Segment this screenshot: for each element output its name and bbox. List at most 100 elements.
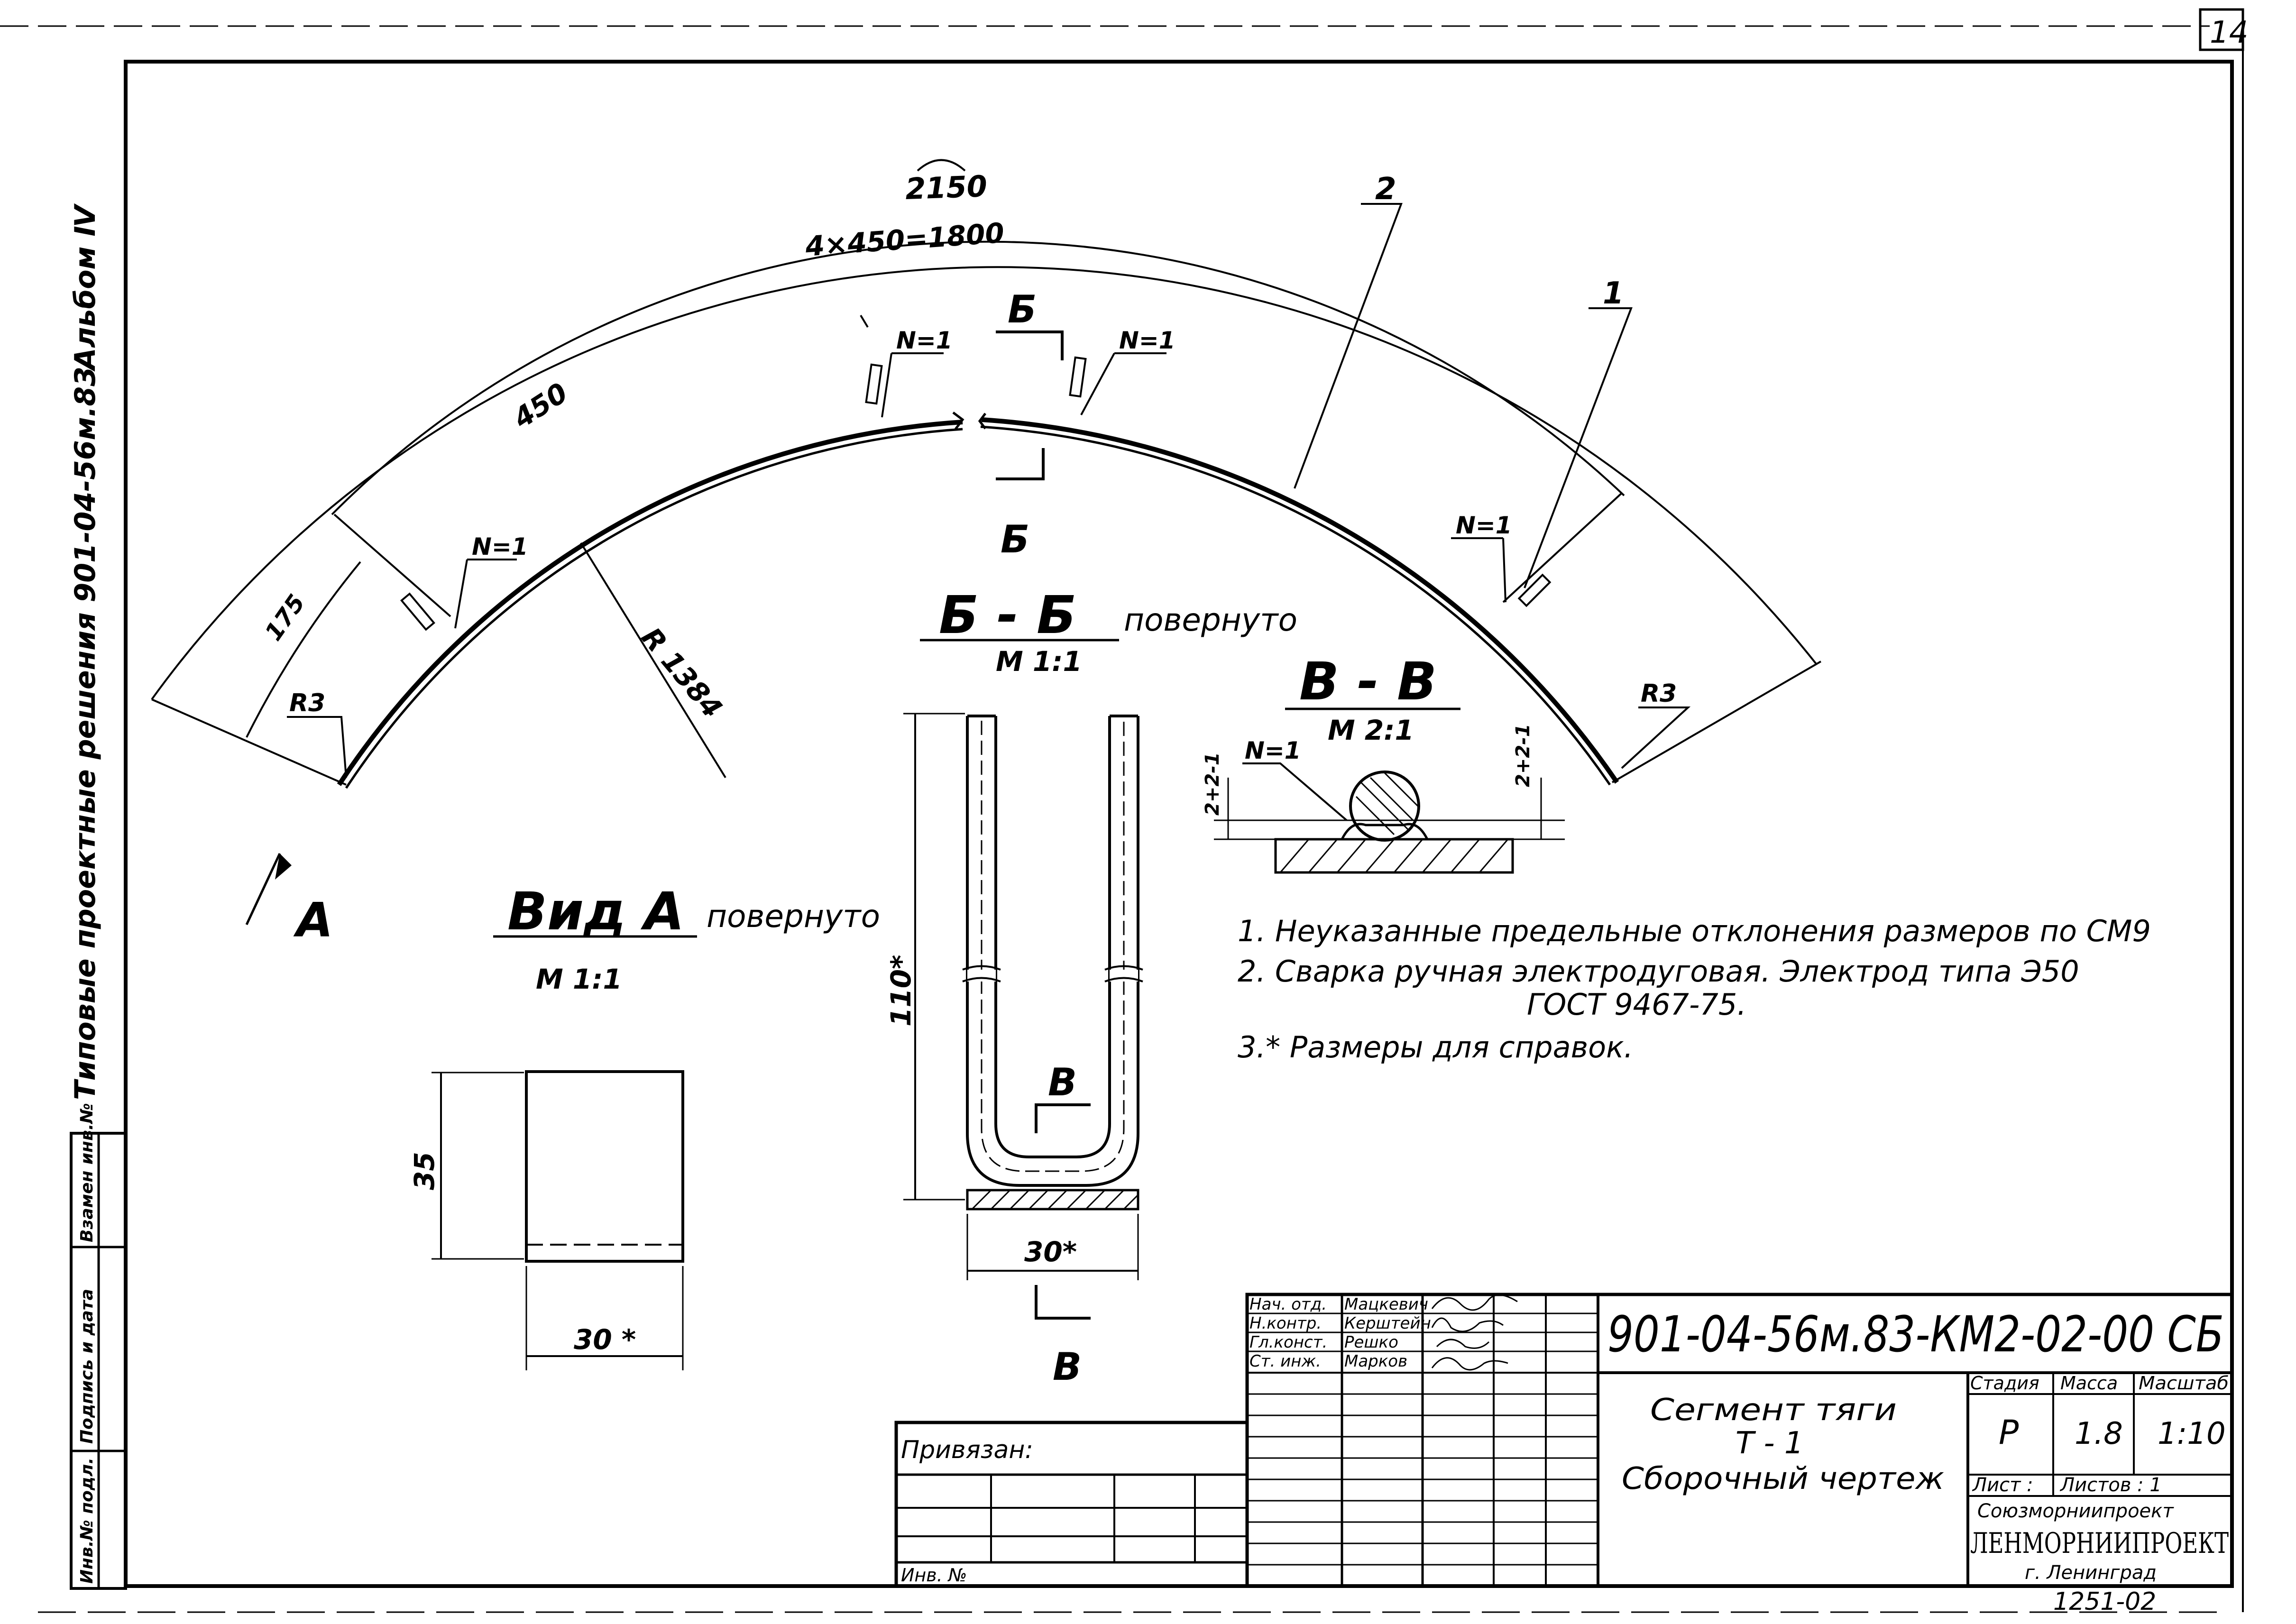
section-vv-title: В - В — [1299, 651, 1437, 712]
stage-label: Стадия — [1970, 1373, 2039, 1394]
arc-rod — [337, 412, 1619, 789]
note-3: 3.* Размеры для справок. — [1238, 1030, 1633, 1064]
dim-35: 35 — [408, 1152, 441, 1190]
section-bb-rotated: повернуто — [1124, 602, 1297, 638]
weld-mark-2: N=1 — [1069, 327, 1176, 415]
cut-v-bottom-line — [1035, 1285, 1091, 1320]
tol-right: 2+2-1 — [1512, 724, 1534, 787]
view-a-arrow — [245, 853, 281, 926]
dim-arc-175 — [246, 561, 361, 738]
part-name-3: Сборочный чертеж — [1622, 1461, 1944, 1496]
signature-4 — [1431, 1357, 1508, 1371]
dim-110: 110* — [885, 955, 917, 1027]
org-name-3: г. Ленинград — [2025, 1562, 2157, 1584]
weld-label: N=1 — [1456, 512, 1512, 539]
signer-role-3: Гл.конст. — [1249, 1333, 1327, 1352]
arc-sign-2150 — [917, 159, 966, 172]
page-number: 14 — [2210, 15, 2248, 50]
weld-mark-vv: N=1 — [1245, 737, 1301, 764]
dim-tick-450 — [860, 314, 869, 328]
r3-left: R3 — [289, 689, 325, 717]
note-1: 1. Неуказанные предельные отклонения раз… — [1238, 914, 2151, 948]
section-vv-drawing — [1214, 762, 1565, 874]
ext-line-left — [151, 698, 347, 786]
section-v-top: В — [1048, 1060, 1077, 1104]
series-label: Типовые проектные решения 901-04-56м.83 — [69, 367, 102, 1100]
signer-role-2: Н.контр. — [1249, 1314, 1322, 1333]
cut-v-top-line — [1035, 1103, 1091, 1133]
r3-left-leader — [287, 716, 347, 778]
sheet-label: Лист : — [1972, 1474, 2033, 1496]
attached-label: Привязан: — [901, 1436, 1033, 1464]
signer-role-1: Нач. отд. — [1249, 1295, 1327, 1314]
dim-4x450: 4×450=1800 — [804, 217, 1005, 263]
view-a-letter: А — [293, 892, 333, 948]
section-b-bottom: Б — [1001, 517, 1029, 561]
dim-arc-1800 — [331, 240, 1625, 515]
position-1: 1 — [1603, 276, 1624, 311]
scale-label: Масштаб — [2139, 1373, 2229, 1394]
album-label: Альбом Ⅳ — [69, 203, 102, 372]
weld-label: N=1 — [896, 327, 953, 354]
view-a-arrowhead — [275, 853, 292, 880]
stage-value: Р — [1999, 1413, 2019, 1452]
signer-name-4: Марков — [1344, 1352, 1407, 1371]
r3-right: R3 — [1641, 679, 1677, 708]
weld-label: N=1 — [472, 533, 528, 560]
doc-code: 901-04-56м.83-КМ2-02-00 СБ — [1607, 1305, 2224, 1363]
signature-1 — [1431, 1294, 1518, 1311]
note-2: 2. Сварка ручная электродуговая. Электро… — [1238, 954, 2079, 989]
tol-left: 2+2-1 — [1202, 752, 1223, 816]
weld-mark-4: N=1 — [1451, 512, 1552, 607]
signer-name-1: Мацкевич — [1344, 1295, 1428, 1314]
section-bb-drawing — [903, 713, 1143, 1280]
inv-label: Инв. № — [901, 1565, 967, 1586]
org-name-1: Союзморниипроект — [1977, 1500, 2174, 1522]
section-b-top: Б — [1008, 287, 1037, 331]
r3-right-leader — [1621, 706, 1691, 769]
cut-b-bottom-line — [996, 448, 1045, 480]
position-2: 2 — [1375, 172, 1396, 207]
weld-mark-1: N=1 — [865, 327, 953, 418]
section-v-bottom: В — [1053, 1345, 1082, 1389]
ext-line-450 — [333, 514, 451, 617]
sheets-label: Листов : 1 — [2059, 1474, 2162, 1496]
side-stamp: Взамен инв.№ Подпись и дата Инв.№ подл. — [70, 1103, 127, 1590]
view-a-title: Вид А — [507, 881, 684, 942]
dim-radius: R 1384 — [635, 621, 729, 724]
org-name-2: ЛЕНМОРНИИПРОЕКТ — [1970, 1527, 2229, 1560]
bottom-stamp: 1251-02 — [2053, 1587, 2156, 1616]
view-a-scale: М 1:1 — [536, 963, 622, 995]
scale-value: 1:10 — [2158, 1416, 2226, 1451]
part-name-1: Сегмент тяги — [1650, 1393, 1897, 1428]
weld-mark-3: N=1 — [400, 533, 528, 631]
title-block — [894, 1293, 2234, 1588]
section-bb-title: Б - Б — [939, 585, 1076, 645]
dim-30-a: 30 * — [574, 1323, 636, 1356]
mass-value: 1.8 — [2075, 1416, 2123, 1451]
signer-name-3: Решко — [1344, 1333, 1398, 1352]
position-1-leader — [1524, 307, 1633, 588]
signer-role-4: Ст. инж. — [1249, 1352, 1321, 1371]
signer-name-2: Керштейн — [1344, 1314, 1431, 1333]
section-bb-scale: М 1:1 — [996, 645, 1082, 678]
ext-line-right — [1611, 661, 1822, 783]
signature-2 — [1431, 1317, 1504, 1332]
dim-175: 175 — [259, 589, 310, 646]
page-number-box — [2199, 8, 2244, 51]
stamp-signature-date: Подпись и дата — [77, 1289, 97, 1444]
position-2-leader — [1294, 203, 1403, 489]
stamp-inv-original: Инв.№ подл. — [77, 1458, 97, 1584]
ext-line-1800-right — [1502, 492, 1623, 603]
note-2-cont: ГОСТ 9467-75. — [1527, 987, 1746, 1022]
view-a-rotated: повернуто — [707, 898, 880, 935]
view-a-plate — [432, 1070, 684, 1370]
section-vv-scale: М 2:1 — [1328, 714, 1414, 746]
part-name-2: Т - 1 — [1736, 1426, 1804, 1461]
mass-label: Масса — [2060, 1373, 2118, 1394]
weld-label: N=1 — [1119, 327, 1176, 354]
dim-2150: 2150 — [905, 169, 988, 206]
radius-leader — [580, 542, 726, 779]
dim-30-bb: 30* — [1024, 1236, 1077, 1268]
